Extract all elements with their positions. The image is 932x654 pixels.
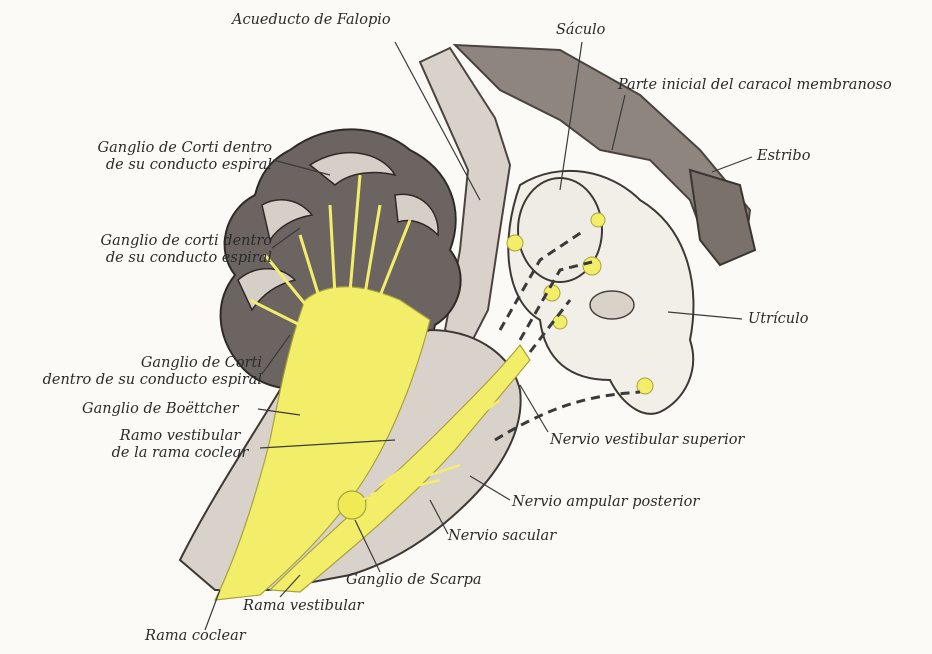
label-ganglio-corti-3-line2: dentro de su conducto espiral [2, 372, 262, 389]
label-ganglio-corti-1-line1: Ganglio de Corti dentro [40, 140, 272, 157]
label-ganglio-corti-3: Ganglio de Corti dentro de su conducto e… [2, 355, 262, 389]
label-utriculo: Utrículo [748, 311, 808, 328]
utricle-spot-shape [590, 291, 634, 319]
label-ramo-vestibular-line2: de la rama coclear [100, 445, 260, 462]
label-saculo: Sáculo [556, 22, 605, 39]
label-ganglio-corti-2-line1: Ganglio de corti dentro [10, 233, 272, 250]
label-ramo-vestibular: Ramo vestibular de la rama coclear [100, 428, 260, 462]
label-ganglio-scarpa: Ganglio de Scarpa [346, 572, 482, 589]
label-estribo: Estribo [757, 148, 810, 165]
label-ganglio-corti-3-line1: Ganglio de Corti [2, 355, 262, 372]
label-acueducto-de-falopio: Acueducto de Falopio [232, 12, 391, 29]
label-parte-inicial-caracol: Parte inicial del caracol membranoso [618, 77, 892, 94]
label-ganglio-boettcher: Ganglio de Boëttcher [82, 401, 239, 418]
label-ganglio-corti-2-line2: de su conducto espiral [10, 250, 272, 267]
label-ramo-vestibular-line1: Ramo vestibular [100, 428, 260, 445]
label-rama-coclear: Rama coclear [145, 628, 246, 645]
label-ganglio-corti-1-line2: de su conducto espiral [40, 157, 272, 174]
label-nervio-sacular: Nervio sacular [448, 528, 556, 545]
label-nervio-ampular-posterior: Nervio ampular posterior [512, 494, 699, 511]
label-ganglio-corti-2: Ganglio de corti dentro de su conducto e… [10, 233, 272, 267]
ganglio-scarpa-shape [338, 491, 366, 519]
label-nervio-vestibular-superior: Nervio vestibular superior [550, 432, 744, 449]
estribo-shape [690, 170, 755, 265]
label-ganglio-corti-1: Ganglio de Corti dentro de su conducto e… [40, 140, 272, 174]
label-rama-vestibular: Rama vestibular [243, 598, 363, 615]
